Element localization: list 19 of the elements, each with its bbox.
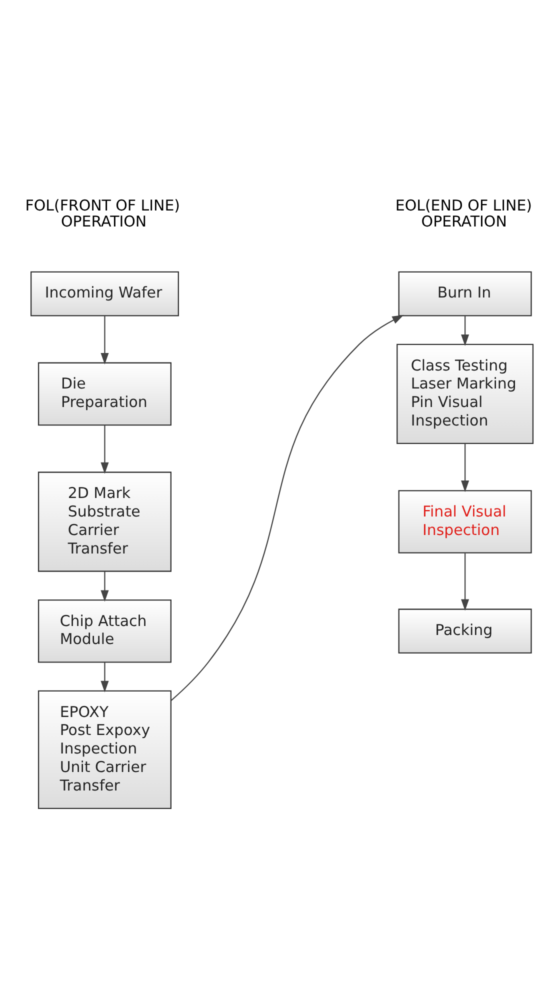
node-box: Class Testing Laser Marking Pin Visual Inspection [396, 344, 534, 444]
arrow [100, 662, 109, 692]
node-box: Incoming Wafer [30, 271, 179, 316]
node-box: Packing [398, 608, 532, 654]
node-box: 2D Mark Substrate Carrier Transfer [38, 472, 172, 572]
node-box: EPOXY Post Expoxy Inspection Unit Carrier Transfer [38, 690, 172, 809]
node-box: Burn In [398, 271, 532, 316]
arrow [100, 316, 109, 365]
arrow [100, 425, 109, 474]
node-box: Die Preparation [38, 362, 172, 426]
arrow [170, 314, 404, 701]
label: EOL(END OF LINE) OPERATION [395, 196, 532, 230]
arrow [100, 571, 109, 602]
arrow [461, 316, 470, 346]
label: FOL(FRONT OF LINE) OPERATION [25, 196, 180, 230]
node-box: Final Visual Inspection [398, 490, 532, 554]
arrow [461, 444, 470, 492]
arrow [461, 553, 470, 611]
node-box: Chip Attach Module [38, 599, 172, 663]
